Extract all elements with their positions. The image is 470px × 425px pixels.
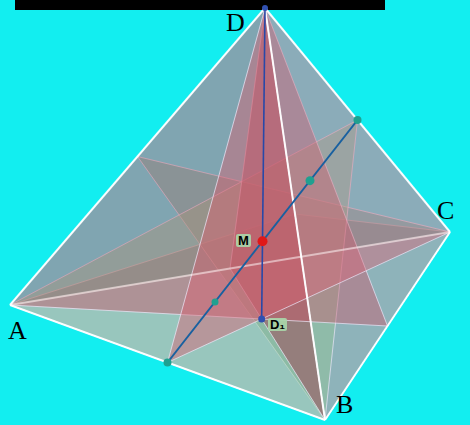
vertex-label: B	[336, 392, 353, 418]
tetrahedron-edge	[10, 232, 450, 305]
point-label: M	[236, 234, 251, 247]
point-marker	[306, 176, 315, 185]
tetrahedron-edge	[325, 232, 450, 420]
vertex-label: C	[437, 198, 454, 224]
tetrahedron-edge	[10, 305, 325, 420]
point-marker	[354, 116, 362, 124]
tetrahedron-edge	[265, 8, 450, 232]
point-label: D₁	[268, 318, 287, 331]
point-marker	[212, 298, 219, 305]
top-bar	[15, 0, 385, 10]
point-marker	[164, 359, 172, 367]
vertex-label: D	[226, 10, 245, 36]
point-marker	[262, 5, 268, 11]
tetrahedron-edge	[10, 8, 265, 305]
side-face	[265, 8, 450, 420]
median-line	[262, 8, 265, 319]
point-marker	[258, 236, 268, 246]
vertex-label: A	[8, 318, 27, 344]
bimedian-line	[168, 120, 358, 363]
point-marker	[258, 316, 265, 323]
